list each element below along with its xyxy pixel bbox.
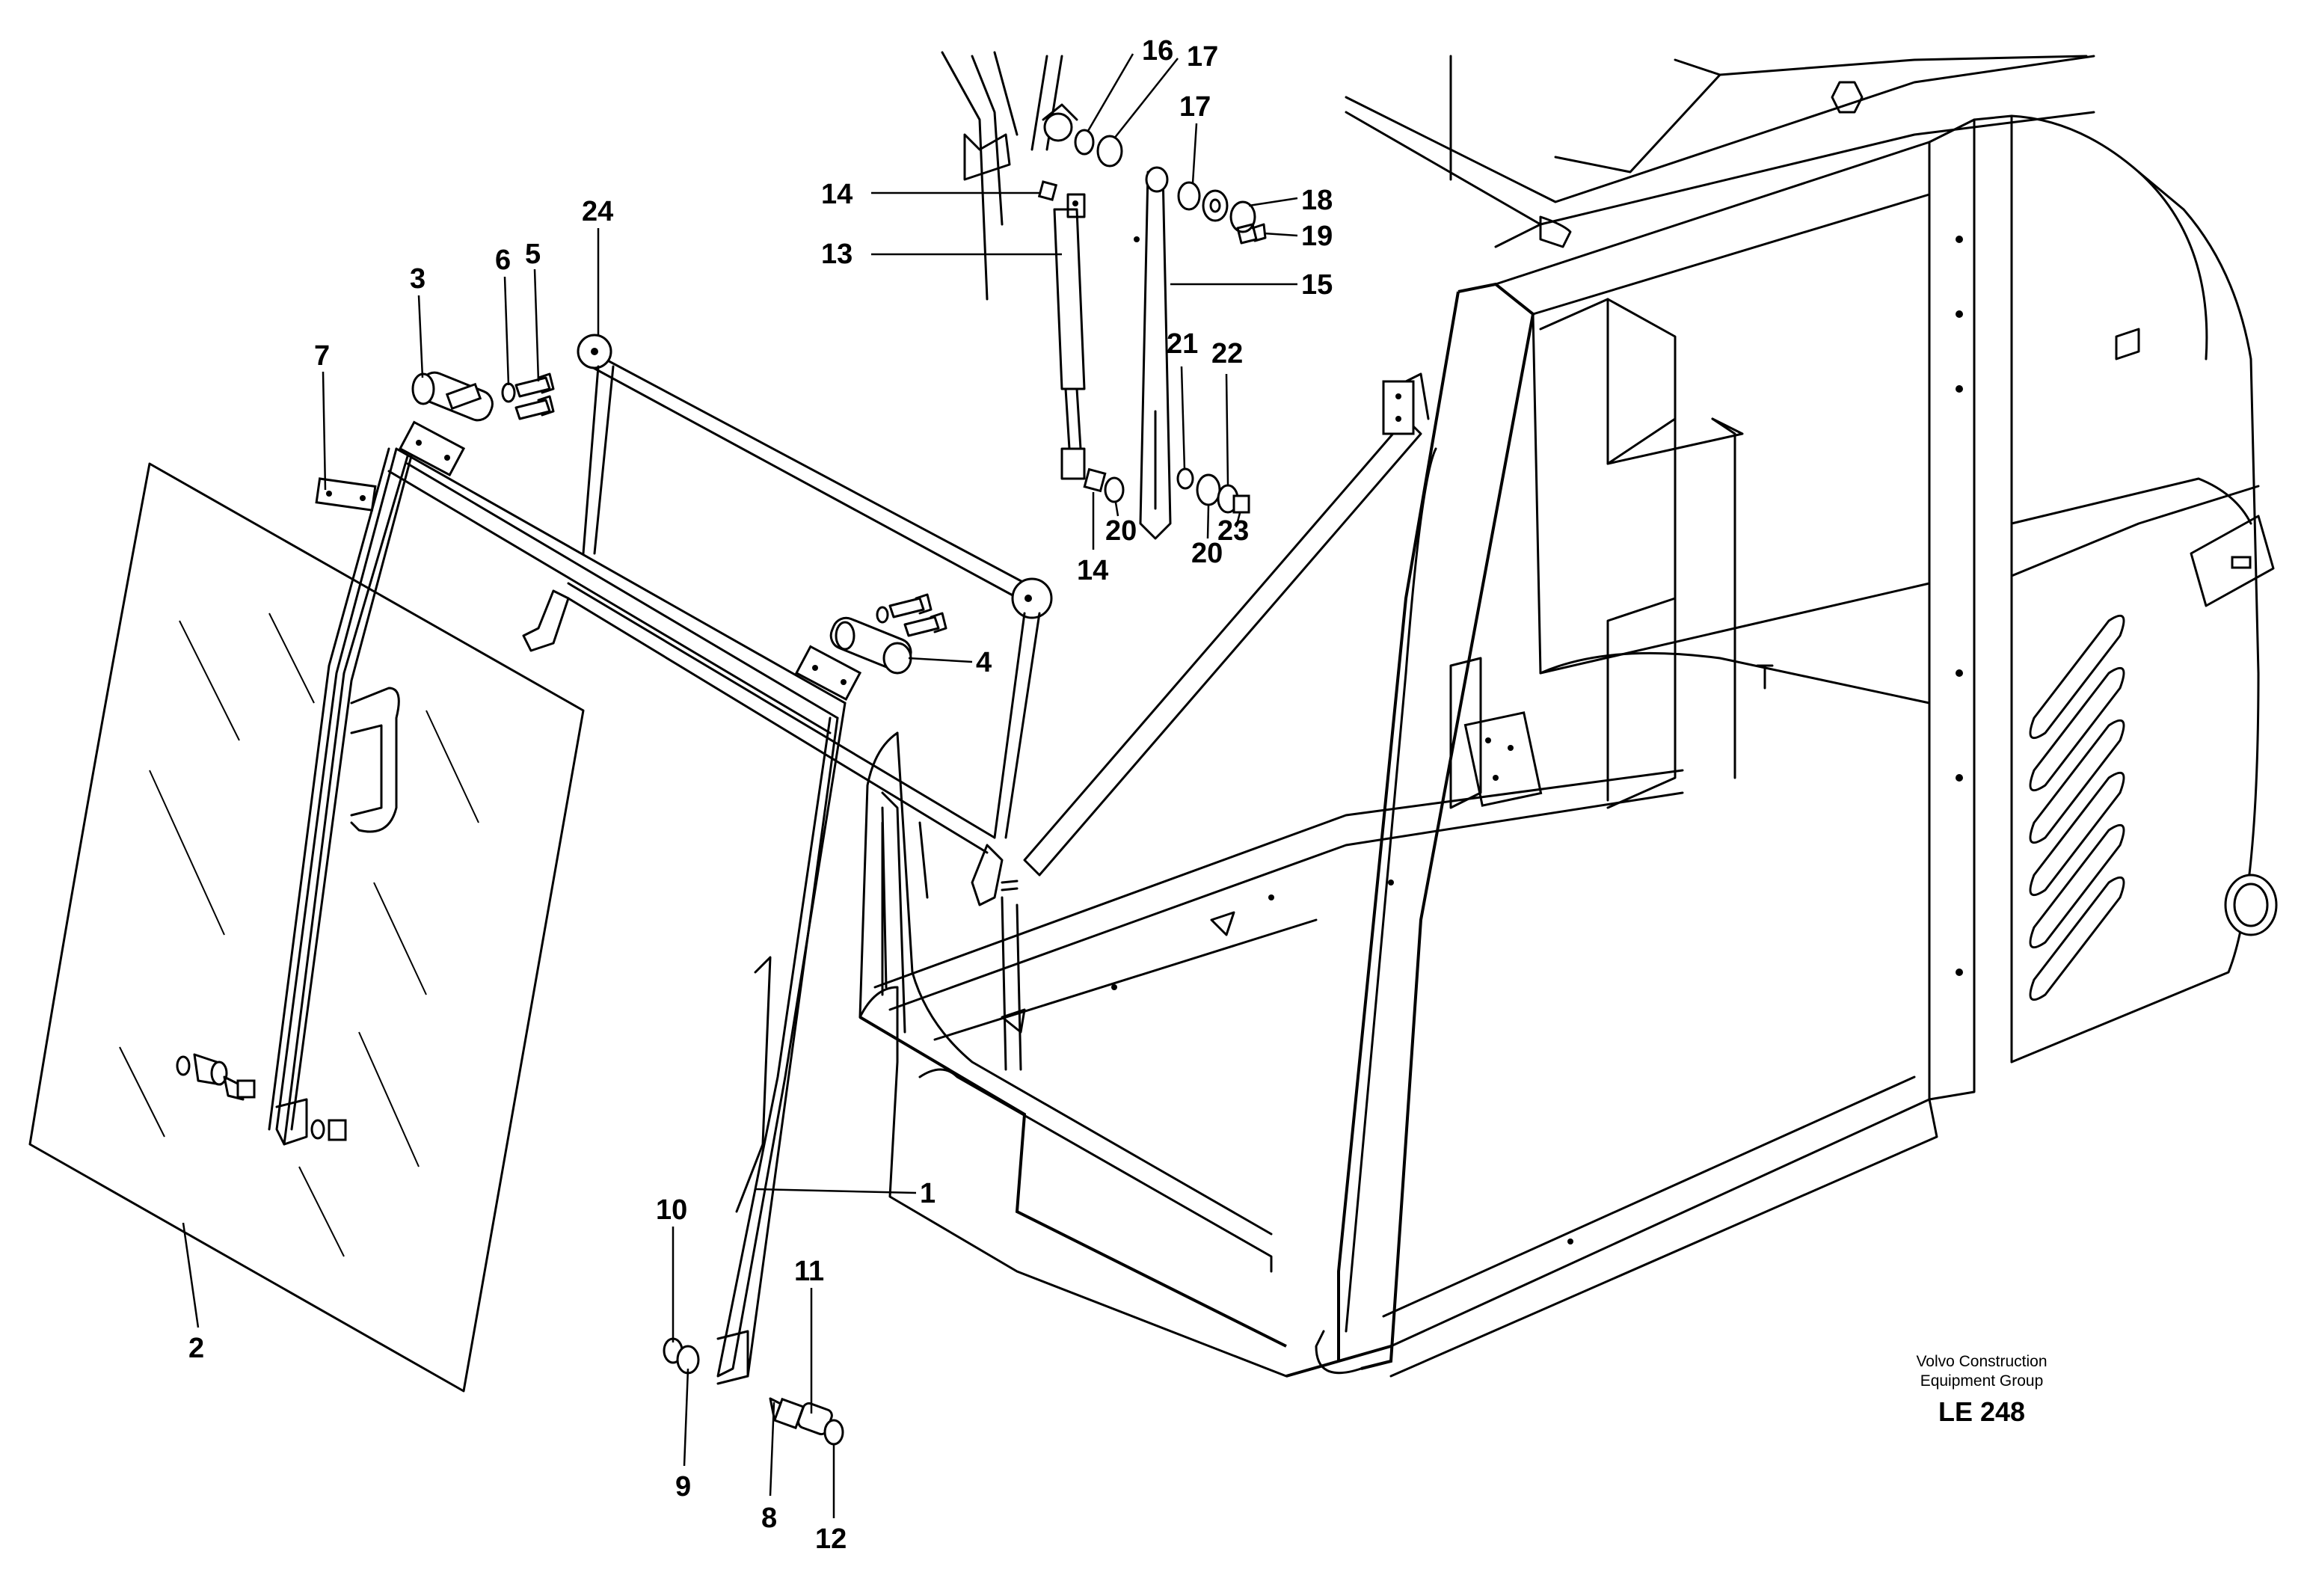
callout-7: 7 <box>314 340 330 372</box>
callout-labels: 1 2 3 4 5 6 7 8 9 10 11 12 13 14 14 15 1… <box>188 35 1333 1555</box>
callout-15: 15 <box>1301 269 1333 301</box>
callout-1: 1 <box>920 1178 936 1209</box>
callout-5: 5 <box>525 239 541 270</box>
callout-13: 13 <box>821 239 853 270</box>
callout-20-right: 20 <box>1191 538 1223 569</box>
callout-12: 12 <box>815 1523 847 1555</box>
callout-14-top: 14 <box>821 179 853 210</box>
callout-9: 9 <box>675 1471 691 1503</box>
window-frame-24 <box>522 334 1053 906</box>
callout-6: 6 <box>495 245 511 276</box>
callout-20-left: 20 <box>1105 515 1137 547</box>
glass-pane-2 <box>28 462 585 1393</box>
diagram-caption: Volvo Construction Equipment Group LE 24… <box>1916 1353 2047 1427</box>
callout-21: 21 <box>1167 328 1198 360</box>
callout-23: 23 <box>1217 515 1249 547</box>
callout-10: 10 <box>656 1194 687 1226</box>
callout-22: 22 <box>1211 338 1243 369</box>
caption-group: Equipment Group <box>1920 1372 2044 1390</box>
callout-4: 4 <box>976 647 992 678</box>
callout-17-lower: 17 <box>1179 91 1211 123</box>
vent-slots <box>2029 614 2125 1001</box>
leader-lines <box>182 53 1298 1518</box>
cab-structure <box>858 51 2278 1378</box>
door-channel-frame-1 <box>268 420 862 1385</box>
callout-19: 19 <box>1301 221 1333 252</box>
callout-11: 11 <box>794 1256 824 1287</box>
callout-17-top: 17 <box>1187 41 1218 73</box>
hardware-parts <box>176 129 1267 1446</box>
callout-24: 24 <box>582 196 613 227</box>
callout-8: 8 <box>761 1503 777 1534</box>
callout-16: 16 <box>1142 35 1173 67</box>
callout-18: 18 <box>1301 185 1333 216</box>
callout-2: 2 <box>188 1333 204 1364</box>
callout-14-bottom: 14 <box>1077 555 1108 586</box>
callout-3: 3 <box>410 263 426 295</box>
caption-company: Volvo Construction <box>1916 1353 2047 1370</box>
caption-diagram-code: LE 248 <box>1938 1396 2025 1427</box>
